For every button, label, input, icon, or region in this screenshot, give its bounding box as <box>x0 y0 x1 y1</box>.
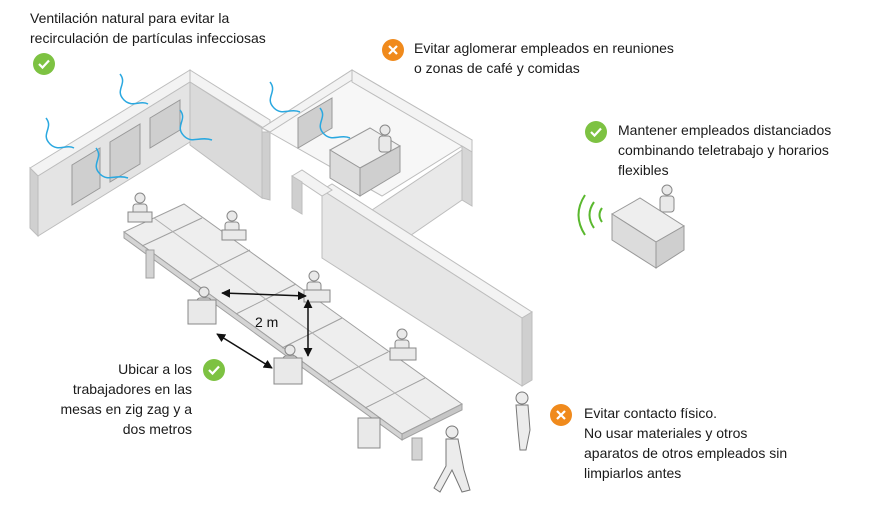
check-icon <box>33 53 55 75</box>
caption-crowding: Evitar aglomerar empleados en reuniones … <box>414 38 674 78</box>
worker-4 <box>187 286 217 325</box>
cross-icon <box>382 39 404 61</box>
worker-6 <box>389 328 417 361</box>
caption-line: Evitar contacto físico. <box>584 405 718 421</box>
caption-line: flexibles <box>618 162 669 178</box>
caption-line: limpiarlos antes <box>584 465 682 481</box>
worker-2 <box>221 210 247 241</box>
caption-line: dos metros <box>122 421 192 437</box>
distance-label: 2 m <box>255 314 279 330</box>
worker-1 <box>127 192 153 223</box>
airflow-arrows <box>45 73 351 179</box>
seated-workers <box>127 184 675 449</box>
caption-ventilation: Ventilación natural para evitar la recir… <box>30 8 266 48</box>
empty-chair <box>357 417 381 449</box>
caption-line: recirculación de partículas infecciosas <box>30 30 266 46</box>
signal-waves-icon <box>577 194 603 236</box>
window-wall <box>29 69 191 238</box>
worker-5 <box>273 344 303 385</box>
caption-line: No usar materiales y otros <box>584 425 748 441</box>
caption-line: aparatos de otros empleados sin <box>584 445 788 461</box>
caption-distancing: Mantener empleados distanciados combinan… <box>618 120 831 180</box>
walker-1 <box>515 391 531 451</box>
worker-3 <box>303 270 331 303</box>
caption-zigzag: Ubicar a los trabajadores en las mesas e… <box>40 359 192 439</box>
caption-contact: Evitar contacto físico. No usar material… <box>584 403 787 483</box>
caption-line: trabajadores en las <box>72 381 192 397</box>
caption-line: Evitar aglomerar empleados en reuniones <box>414 40 674 56</box>
caption-line: Ventilación natural para evitar la <box>30 10 230 26</box>
remote-desk <box>611 197 685 269</box>
caption-line: Ubicar a los <box>118 361 192 377</box>
partition-wall <box>291 169 533 387</box>
caption-line: mesas en zig zag y a <box>60 401 192 417</box>
caption-line: Mantener empleados distanciados <box>618 122 832 138</box>
check-icon <box>585 121 607 143</box>
check-icon <box>203 359 225 381</box>
inner-wall <box>189 69 271 199</box>
walker-2 <box>433 425 471 493</box>
caption-line: combinando teletrabajo y horarios <box>618 142 829 158</box>
caption-line: o zonas de café y comidas <box>414 60 580 76</box>
walking-people <box>433 391 531 493</box>
remote-worker <box>659 184 675 213</box>
cross-icon <box>550 404 572 426</box>
distance-arrows <box>216 288 313 369</box>
